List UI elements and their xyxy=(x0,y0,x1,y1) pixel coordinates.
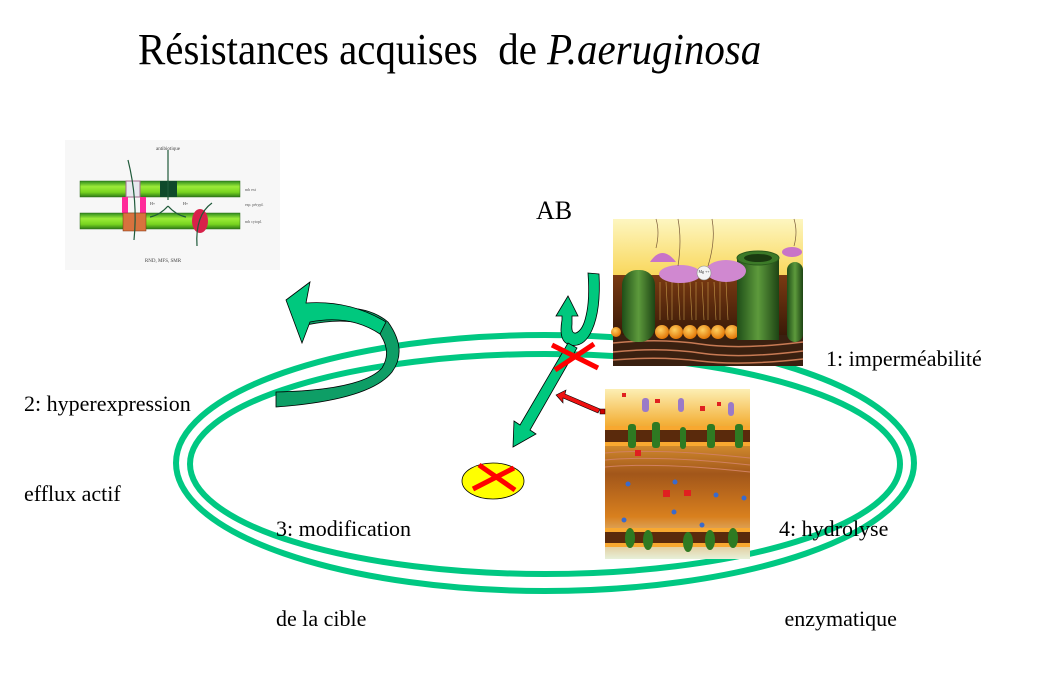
mechanism-4-line1: 4: hydrolyse xyxy=(779,516,889,541)
slide-title: Résistances acquises de P.aeruginosa xyxy=(138,24,761,75)
cell-envelope xyxy=(173,332,917,594)
target-block-cross-icon xyxy=(471,462,517,493)
antibiotic-entry-arrow xyxy=(555,272,600,346)
impermeability-block-cross-icon xyxy=(550,341,600,373)
title-italic-species: P.aeruginosa xyxy=(547,25,762,74)
efflux-caption: RND, MFS, SMR xyxy=(145,259,182,264)
mechanism-3-label: 3: modification de la cible xyxy=(276,454,411,664)
mechanism-1-label: 1: imperméabilité xyxy=(826,284,982,404)
proton-label: H+ xyxy=(183,201,189,206)
mg-ion-label: Mg ++ xyxy=(698,269,710,274)
outer-membrane-ring xyxy=(173,332,917,594)
mechanism-2-line1: 2: hyperexpression xyxy=(24,391,191,416)
mechanism-3-line2: de la cible xyxy=(276,606,367,631)
periplasm-picture xyxy=(604,389,751,559)
efflux-layer-label: mb ext xyxy=(245,187,257,192)
efflux-antibiotic-label: antibiotique xyxy=(156,147,181,152)
mechanism-2-label: 2: hyperexpression efflux actif xyxy=(24,329,191,539)
mechanism-4-label: 4: hydrolyse enzymatique xyxy=(779,454,897,664)
antibiotic-label: AB xyxy=(536,196,573,225)
mechanism-2-line2: efflux actif xyxy=(24,481,121,506)
antibiotic-target xyxy=(461,462,525,500)
proton-label: H+ xyxy=(150,201,156,206)
efflux-pump-figure: antibiotique mb ext esp. pérypl. mb cyto… xyxy=(65,140,280,270)
mechanism-4-line2: enzymatique xyxy=(779,606,897,631)
title-regular: Résistances acquises de xyxy=(138,25,548,74)
outer-membrane-picture: Mg ++ xyxy=(611,218,804,366)
mechanism-1-line1: 1: imperméabilité xyxy=(826,346,982,371)
mechanism-3-line1: 3: modification xyxy=(276,516,412,541)
efflux-arrow xyxy=(275,281,400,408)
efflux-layer-label: mb cytopl. xyxy=(245,219,262,224)
efflux-layer-label: esp. pérypl. xyxy=(245,202,264,207)
enzyme-attack-arrow xyxy=(555,389,606,415)
efflux-arrowhead xyxy=(285,281,387,345)
inner-membrane-ring xyxy=(187,351,903,577)
